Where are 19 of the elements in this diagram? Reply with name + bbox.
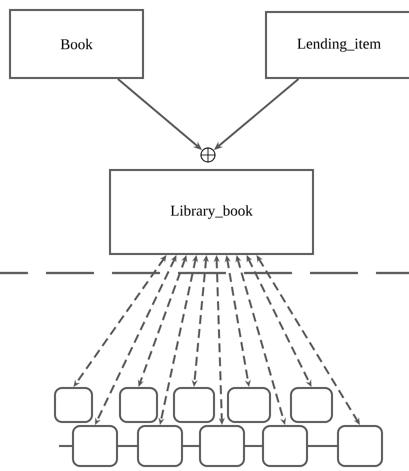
object-box <box>72 425 118 467</box>
class-box: Book <box>9 9 144 79</box>
object-box <box>119 387 158 423</box>
class-box: Lending_item <box>265 11 409 79</box>
object-box <box>54 387 93 423</box>
object-box <box>227 387 271 423</box>
join-symbol <box>200 148 216 162</box>
class-box: Library_book <box>109 169 314 255</box>
connector-line <box>245 445 262 447</box>
connector-line <box>183 445 199 447</box>
object-box <box>337 425 383 467</box>
object-box <box>173 387 215 423</box>
object-box <box>262 425 308 467</box>
connector-line <box>118 445 137 447</box>
connector-line <box>59 445 72 447</box>
object-box <box>137 425 183 467</box>
connector-line <box>308 445 337 447</box>
object-box <box>290 387 333 423</box>
object-box <box>199 425 245 467</box>
